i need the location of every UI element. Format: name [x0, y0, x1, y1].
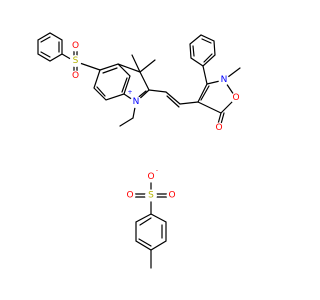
cation-bonds	[37, 32, 241, 127]
isoxazolone-nitrogen: N	[221, 75, 228, 85]
carbonyl-oxygen: O	[215, 123, 222, 133]
sulfonyl-oxygen-bottom: O	[72, 71, 79, 81]
chemical-structure-diagram: S O O N + N O O S	[37, 32, 242, 269]
indolium-positive-charge: +	[127, 89, 132, 96]
sulfonyl-oxygen-top-label: O	[70, 40, 81, 52]
tosylate-oxygen-left: O	[126, 191, 133, 201]
tosylate-negative-charge: -	[156, 167, 158, 174]
sulfonyl-sulfur: S	[73, 56, 79, 66]
sulfonyl-oxygen-top: O	[72, 41, 79, 51]
tosylate-oxygen-right: O	[168, 191, 175, 201]
sulfonyl-oxygen-bottom-label: O	[70, 70, 81, 82]
tosylate-oxygen-top: O	[147, 172, 154, 182]
tosylate-sulfur-label: S	[145, 189, 157, 202]
carbonyl-oxygen-label: O	[213, 122, 225, 134]
atom-labels: S O O N + N O O S	[69, 40, 242, 202]
ring-oxygen: O	[232, 93, 239, 103]
isoxazolone-nitrogen-label: N	[218, 74, 230, 86]
tosylate-oxygen-top-label: O -	[145, 167, 158, 183]
indolium-nitrogen: N	[133, 97, 140, 107]
ring-oxygen-label: O	[230, 92, 242, 104]
tosylate-oxygen-right-label: O	[166, 190, 178, 201]
sulfonyl-sulfur-label: S	[69, 55, 82, 67]
tosylate-sulfur: S	[148, 191, 154, 201]
indolium-nitrogen-label: N +	[127, 89, 142, 108]
tosylate-oxygen-left-label: O	[124, 190, 136, 201]
